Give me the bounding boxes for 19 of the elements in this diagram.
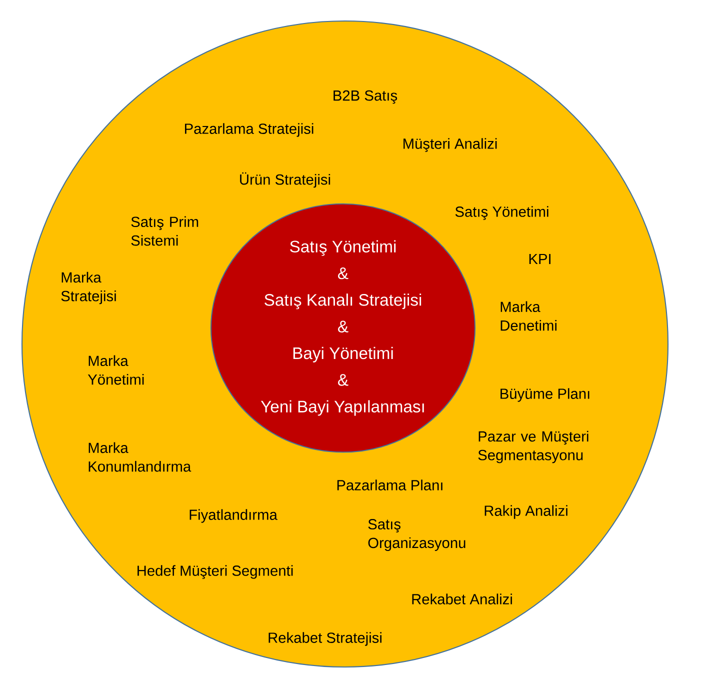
topic-label: Rakip Analizi bbox=[484, 505, 568, 519]
topic-label: Müşteri Analizi bbox=[404, 138, 497, 152]
topic-label: KPI bbox=[529, 254, 550, 264]
topic-label: Ürün Stratejisi bbox=[240, 172, 330, 188]
topic-label: Hedef Müşteri Segmenti bbox=[138, 565, 293, 579]
topic-label: Marka Yönetimi bbox=[88, 355, 144, 385]
topic-label: Pazarlama Stratejisi bbox=[185, 123, 314, 137]
topic-label: Marka Denetimi bbox=[500, 301, 556, 331]
topic-label: Pazarlama Planı bbox=[337, 480, 442, 490]
topic-label: Fiyatlandırma bbox=[190, 509, 278, 523]
topic-label: Marka Stratejisi bbox=[61, 272, 116, 304]
topic-label: Satış Organizasyonu bbox=[368, 519, 466, 551]
topic-label: Rekabet Analizi bbox=[412, 594, 512, 604]
topic-label: Büyüme Planı bbox=[500, 388, 590, 402]
topic-label: Pazar ve Müşteri Segmentasyonu bbox=[478, 430, 588, 464]
topic-label: Rekabet Stratejisi bbox=[268, 632, 382, 646]
topic-label: Satış Prim Sistemi bbox=[131, 216, 198, 246]
topic-label: B2B Satış bbox=[334, 90, 398, 104]
topic-label: Marka Konumlandırma bbox=[88, 442, 192, 472]
